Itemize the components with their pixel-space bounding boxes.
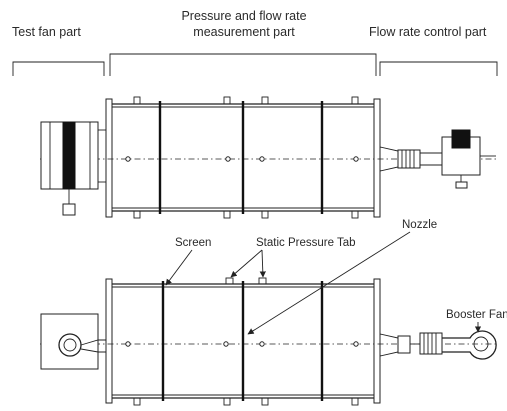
damper-bottom bbox=[419, 332, 443, 355]
header-measurement-part-line1: Pressure and flow rate bbox=[181, 9, 306, 23]
leader-nozzle bbox=[247, 231, 411, 335]
label-screen: Screen bbox=[175, 237, 211, 249]
header-measurement-part-line2: measurement part bbox=[193, 25, 295, 39]
bracket-test-fan bbox=[12, 61, 105, 76]
leader-screen bbox=[165, 249, 193, 286]
top-view bbox=[40, 96, 496, 219]
inlet-flange bbox=[105, 98, 113, 218]
test-fan-motor-top bbox=[62, 203, 76, 216]
label-static-pressure-tab: Static Pressure Tab bbox=[256, 237, 356, 249]
outlet-flange-bottom bbox=[373, 278, 381, 404]
leader-static-pressure-tab-1 bbox=[230, 249, 263, 278]
static-pressure-tab-2 bbox=[258, 277, 267, 285]
static-pressure-tab-1 bbox=[225, 277, 234, 285]
label-booster-fan: Booster Fan bbox=[446, 309, 507, 321]
damper-top bbox=[397, 149, 421, 169]
bracket-measurement bbox=[109, 53, 377, 76]
inlet-flange-bottom bbox=[105, 278, 113, 404]
leader-static-pressure-tab-2 bbox=[259, 249, 266, 278]
bottom-view bbox=[40, 277, 497, 406]
test-fan-impeller-top bbox=[62, 121, 76, 190]
outlet-flange bbox=[373, 98, 381, 218]
bracket-flow-control bbox=[379, 61, 498, 76]
test-fan-housing-bottom bbox=[40, 313, 99, 370]
booster-fan-impeller bbox=[473, 336, 489, 352]
header-flow-rate-control-part: Flow rate control part bbox=[369, 25, 487, 39]
header-test-fan-part: Test fan part bbox=[12, 25, 81, 39]
label-nozzle: Nozzle bbox=[402, 219, 437, 231]
